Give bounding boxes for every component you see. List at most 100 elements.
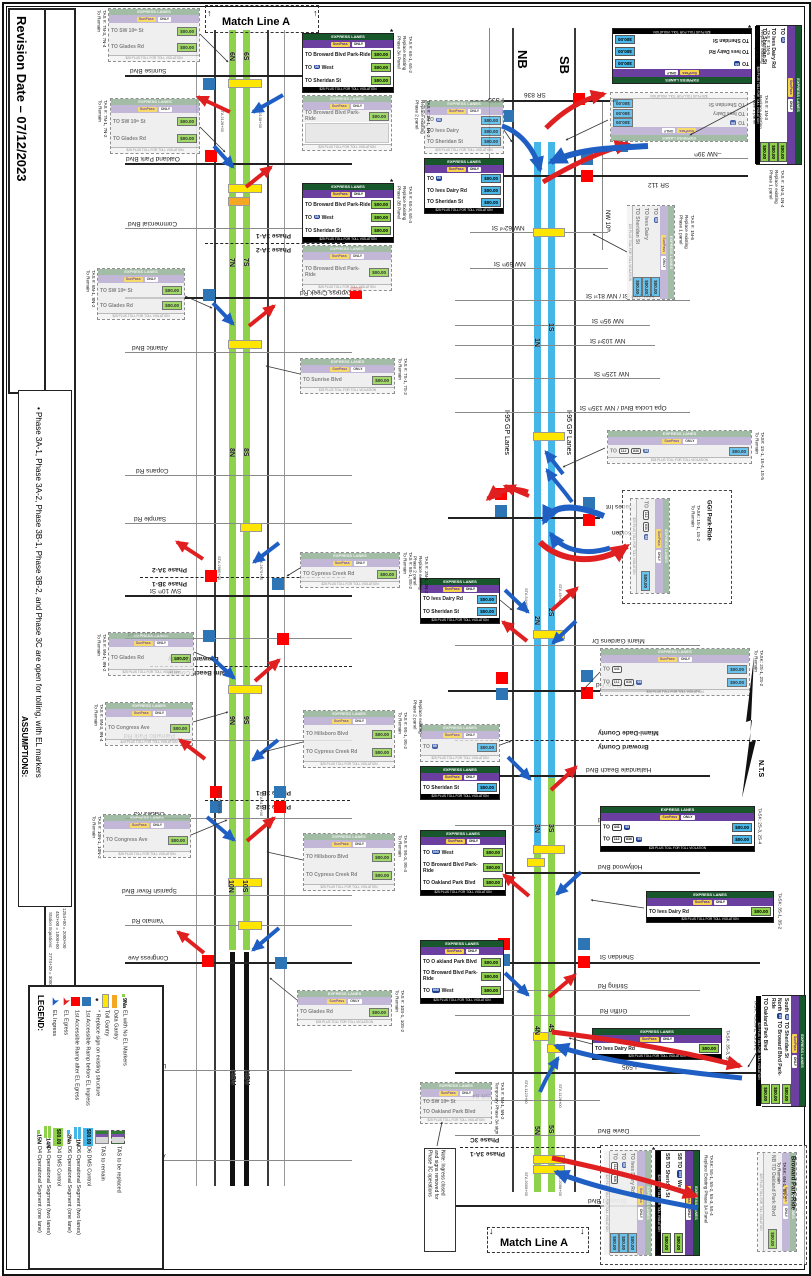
segment-label: HOV (229, 1070, 236, 1086)
route-shield-icon: 95 (784, 1014, 790, 1021)
gantry-bar (228, 79, 262, 88)
road-lane (512, 28, 514, 1192)
street-label: Sunrise Blvd (130, 67, 167, 74)
toll-amount: $00.00 (628, 1233, 637, 1253)
sign-footer: $25 PLUS TOLL FOR TOLL VIOLATION (421, 618, 499, 623)
sunpass-chip: SunPass (661, 235, 667, 255)
route-shield-icon: 95 (643, 448, 650, 454)
sign-row: TO Sheridan St$00.00 (303, 74, 393, 87)
map-label: Match Line A (500, 1237, 569, 1249)
only-chip: ONLY (353, 560, 368, 566)
sign-header: EXPRESS LANES (421, 1083, 491, 1089)
sign-callout: TASK: 3S-3, 3S-4 (725, 1030, 731, 1067)
road-lane (196, 30, 197, 1186)
sign-destination: TO Sheridan St (427, 138, 464, 145)
sign-destination: TO 441 95 (603, 823, 631, 831)
legend-item-label: D6 Operational Segment (one lane) (66, 1146, 72, 1233)
segment-label: 2N (533, 616, 540, 625)
sign-destination: TO Congress Ave (108, 725, 150, 731)
toll-amount: $00.00 (477, 607, 497, 617)
segment-label: 7N (228, 258, 235, 267)
revision-date: Revision Date – 07/12/2023 (14, 16, 29, 182)
sign-callout: TASK: 4S/5N-1, 4S/5N-2 (753, 1000, 759, 1051)
only-chip: ONLY (158, 106, 173, 112)
sign-row: TO Ives Dairy$00.00 (611, 108, 747, 118)
sign-row: SB TO Sheridan St$00.00 (661, 1151, 673, 1255)
sign-destination: TO Oakland Park Blvd (423, 1109, 476, 1115)
gantry-bar (527, 858, 545, 867)
sign-destination: TO Congress Ave (106, 837, 148, 843)
sign-footer: $25 PLUS TOLL FOR TOLL VIOLATION (304, 884, 394, 890)
toll-amount: $00.00 (372, 852, 392, 862)
sign-header: EXPRESS LANES (601, 807, 754, 813)
sign-destination: TO Ives Dairy Rd (595, 1045, 635, 1052)
sign-header: EXPRESS LANES (421, 831, 505, 837)
sign-row: TO Cypress Creek Rd$00.00 (304, 866, 394, 884)
toll-amount: $00.00 (481, 137, 501, 147)
station-equation: 2774+20 = 3000+00 (48, 953, 53, 994)
sign-footer: $25 PLUS TOLL FOR TOLL VIOLATION (613, 28, 751, 34)
sign-row: TO Oakland Park Blvd$00.00 (761, 996, 770, 1106)
toll-amount: $00.00 (170, 723, 190, 733)
gantry-bar (547, 1044, 563, 1053)
segment-label: 1S (547, 323, 554, 332)
page-inner-border (6, 6, 805, 1270)
legend-item-label: Data Gantry (112, 1010, 119, 1040)
street-line (125, 75, 352, 77)
road-lane (229, 30, 236, 950)
phase-boundary-line (150, 666, 352, 667)
ramp-marker-blue (496, 688, 508, 700)
map-label: Match Line A (222, 16, 291, 28)
only-chip: ONLY (660, 1036, 675, 1042)
only-chip: ONLY (465, 948, 480, 954)
sign-header: EXPRESS LANES (421, 767, 499, 773)
street-label: Atlantic Blvd (132, 344, 168, 351)
legend-item: 1st Accessible Ramp before EL Ingress (82, 994, 92, 1106)
segment-label: 9S (242, 716, 249, 725)
dash-green-icon: 9Na (121, 994, 127, 1008)
sign-destination: TO Ives Dairy (427, 128, 459, 134)
ramp-marker-red (205, 570, 217, 582)
toll-amount: $00.00 (371, 213, 391, 222)
sunpass-chip: SunPass (133, 640, 153, 646)
sign-row: TO 112 836$00.00 (610, 1151, 619, 1255)
sign-destination: TO 595 West (423, 849, 454, 856)
only-chip: ONLY (467, 108, 482, 114)
sign-row: TO Ives Dairy Rd$00.00 (647, 906, 773, 917)
road-lane (214, 30, 216, 1186)
gantry-bar (533, 1032, 549, 1041)
route-shield-icon: 112 (611, 1161, 618, 1172)
assumptions-header: ASSUMPTIONS: (20, 716, 29, 778)
only-chip: ONLY (664, 70, 679, 76)
sunpass-chip: SunPass (129, 822, 149, 828)
street-line (455, 645, 700, 646)
seg2-blue-icon: 1N (74, 1127, 81, 1147)
route-shield-icon: 836 (611, 1173, 618, 1184)
